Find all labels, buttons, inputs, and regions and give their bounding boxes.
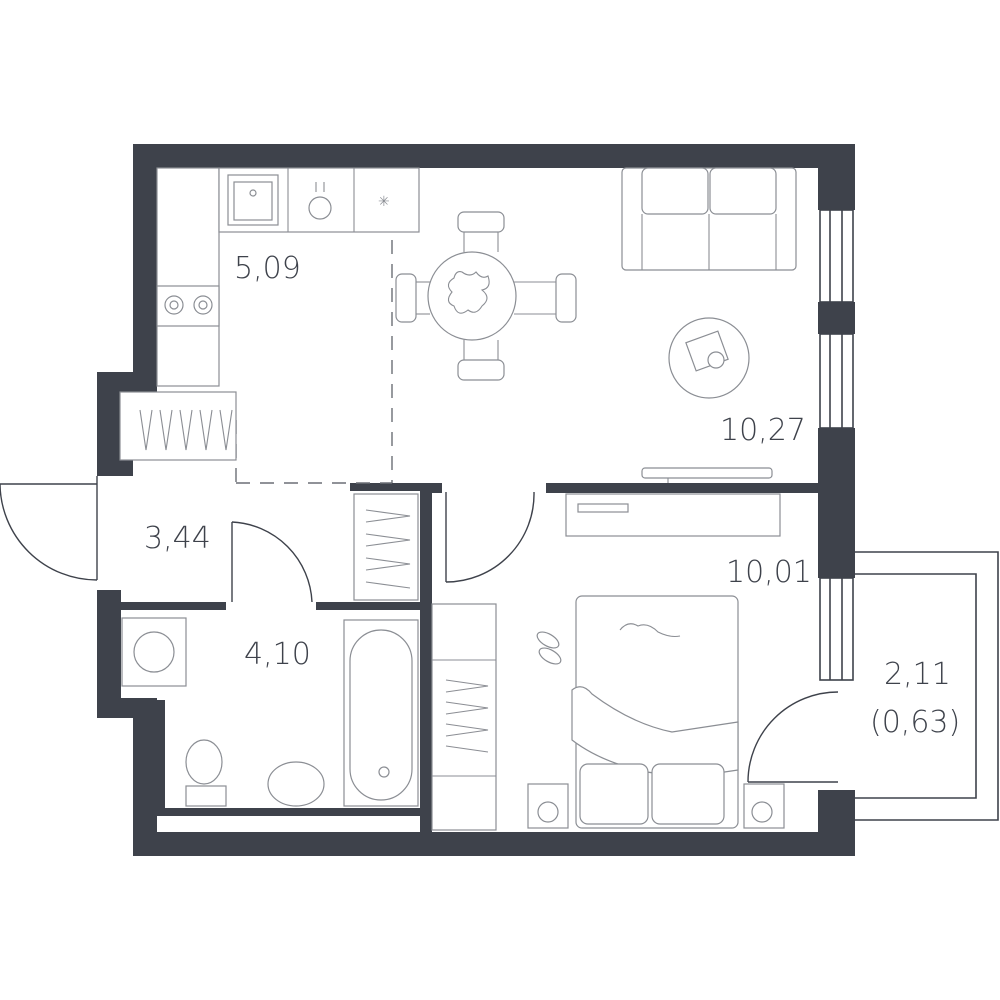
bedroom-shelf <box>565 493 781 537</box>
balcony-reduced-area-label: (0,63) <box>870 705 960 740</box>
living-area-label: 10,27 <box>720 413 806 448</box>
svg-text:✳: ✳ <box>378 194 390 210</box>
walls <box>97 144 855 856</box>
kitchen-furniture: ✳ <box>156 167 420 387</box>
sofa <box>621 167 797 271</box>
area-labels: 5,09 10,27 3,44 4,10 10,01 2,11 (0,63) <box>144 251 960 740</box>
kitchen-area-label: 5,09 <box>234 251 301 286</box>
dining-set <box>395 211 577 381</box>
coffee-table <box>668 317 750 399</box>
tv <box>641 467 773 483</box>
hall-area-label: 3,44 <box>144 521 211 556</box>
doors <box>0 476 839 783</box>
windows <box>819 209 854 681</box>
bedroom-wardrobe <box>431 603 497 831</box>
bedroom-area-label: 10,01 <box>726 555 812 590</box>
balcony <box>855 551 999 821</box>
balcony-area-label: 2,11 <box>884 657 951 692</box>
hall-wardrobe <box>119 391 237 461</box>
bed <box>527 595 785 829</box>
bathroom-fixtures <box>121 617 419 807</box>
bathroom-area-label: 4,10 <box>244 637 311 672</box>
hall-closet <box>353 493 419 601</box>
